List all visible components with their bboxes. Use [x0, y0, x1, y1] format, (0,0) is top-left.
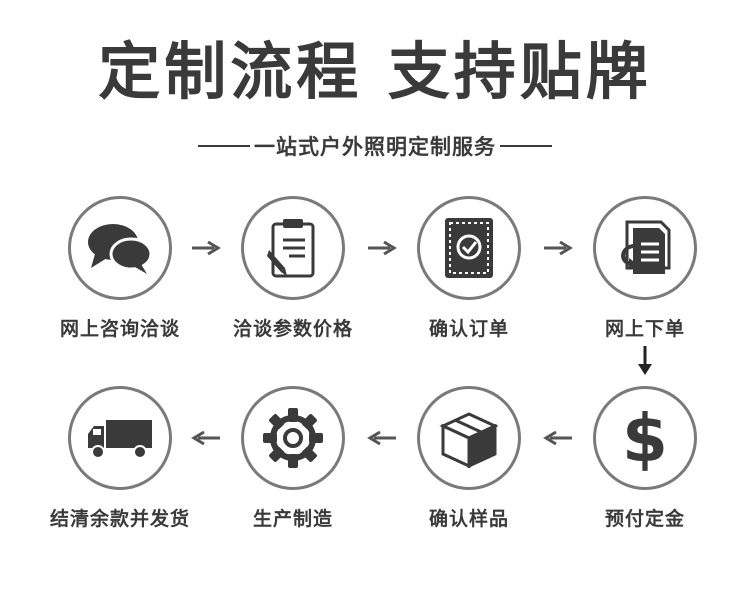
step-circle: [241, 386, 345, 490]
step-delivery: 结清余款并发货: [40, 386, 200, 531]
step-place-order: 网上下单: [565, 196, 725, 341]
step-label: 预付定金: [604, 508, 685, 530]
step-price: 洽谈参数价格: [213, 196, 373, 341]
step-label: 网上咨询洽谈: [59, 318, 180, 340]
clipboard-pencil-icon: [267, 219, 315, 278]
step-label: 确认订单: [428, 318, 509, 340]
step-production: 生产制造: [213, 386, 373, 531]
dollar-icon: $: [622, 403, 668, 473]
step-label: 洽谈参数价格: [232, 318, 353, 340]
step-label: 结清余款并发货: [49, 508, 190, 530]
step-circle: $: [593, 386, 697, 490]
arrow-left-icon: [542, 428, 574, 452]
delivery-truck-icon: [88, 420, 152, 459]
step-deposit: $ 预付定金: [565, 386, 725, 531]
step-confirm-sample: 确认样品: [389, 386, 549, 531]
subtitle-line-left: [198, 145, 250, 147]
documents-arrow-icon: [621, 220, 671, 274]
arrow-left-icon: [190, 428, 222, 452]
subtitle: 一站式户外照明定制服务: [254, 135, 496, 159]
step-circle: [68, 386, 172, 490]
arrow-left-icon: [366, 428, 398, 452]
step-circle: [417, 386, 521, 490]
arrow-right-icon: [190, 238, 222, 262]
arrow-down-icon: [635, 344, 655, 382]
step-label: 网上下单: [604, 318, 685, 340]
step-consult: 网上咨询洽谈: [40, 196, 200, 341]
step-label: 生产制造: [252, 508, 333, 530]
document-check-icon: [445, 218, 493, 278]
package-box-icon: [439, 412, 499, 468]
step-circle: [593, 196, 697, 300]
gear-icon: [263, 408, 323, 468]
step-circle: [417, 196, 521, 300]
step-confirm-order: 确认订单: [389, 196, 549, 341]
subtitle-line-right: [500, 145, 552, 147]
arrow-right-icon: [542, 238, 574, 262]
subtitle-row: 一站式户外照明定制服务: [0, 126, 750, 166]
page-title: 定制流程 支持贴牌: [98, 35, 652, 108]
arrow-right-icon: [366, 238, 398, 262]
step-circle: [241, 196, 345, 300]
step-label: 确认样品: [428, 508, 509, 530]
svg-text:$: $: [622, 403, 668, 473]
chat-bubbles-icon: [88, 224, 153, 274]
step-circle: [68, 196, 172, 300]
